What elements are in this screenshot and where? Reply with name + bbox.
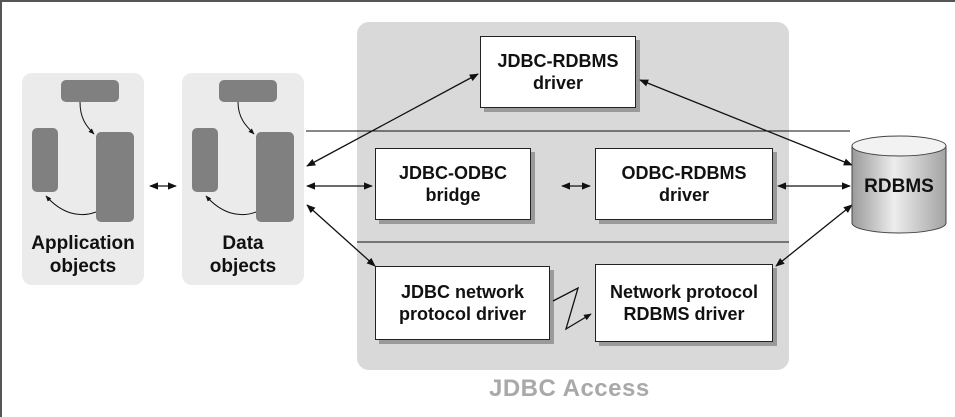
jdbc-rdbms-driver-box: JDBC-RDBMS driver (480, 36, 636, 108)
network-protocol-rdbms-driver-box: Network protocol RDBMS driver (595, 264, 773, 342)
rdbms-label: RDBMS (864, 176, 934, 197)
data-flow-arrow-down (237, 101, 255, 135)
data-object-left (192, 128, 218, 192)
network-driver-to-database-arrow (775, 204, 853, 267)
data-to-jdbc-rdbms-arrow (306, 73, 479, 167)
application-object-left (32, 128, 58, 192)
data-flow-arrow-up (205, 195, 257, 216)
data-object-top (219, 80, 277, 102)
data-to-jdbc-network-arrow (306, 204, 376, 267)
application-objects-label: Application objects (31, 233, 135, 277)
application-object-right (96, 132, 134, 222)
network-link-zigzag (552, 286, 592, 331)
data-object-right (256, 132, 294, 222)
application-flow-arrow-down (79, 101, 95, 135)
rdbms-cylinder-icon (851, 135, 947, 234)
data-objects-label: Data objects (209, 233, 277, 277)
application-flow-arrow-up (45, 195, 97, 216)
jdbc-access-label: JDBC Access (489, 375, 650, 402)
jdbc-rdbms-to-database-arrow (639, 79, 853, 166)
application-object-top (61, 80, 119, 102)
jdbc-network-protocol-driver-box: JDBC network protocol driver (375, 266, 550, 340)
